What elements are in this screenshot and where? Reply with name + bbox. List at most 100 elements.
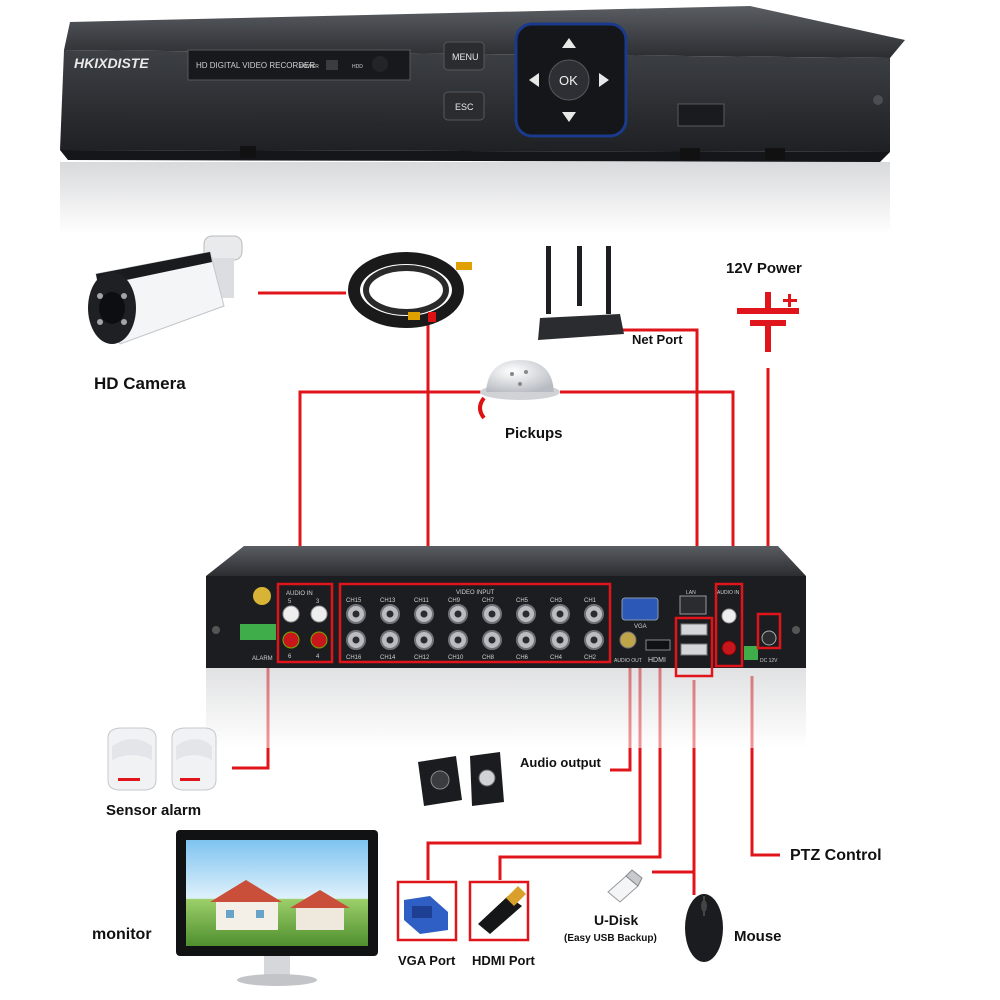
bnc-connector-pin bbox=[386, 636, 394, 644]
channel-label: CH9 bbox=[448, 598, 461, 604]
audio-in-right-box bbox=[714, 582, 744, 668]
bnc-connector-pin bbox=[352, 610, 360, 618]
bnc-connector-pin bbox=[556, 610, 564, 618]
esc-button[interactable] bbox=[443, 91, 485, 121]
hdmi-port-label: HDMI Port bbox=[472, 953, 536, 968]
hdmi-connector[interactable] bbox=[645, 639, 671, 651]
rca-jack-white[interactable] bbox=[282, 605, 300, 623]
channel-label: CH15 bbox=[346, 598, 362, 604]
pickups-label: Pickups bbox=[505, 425, 563, 442]
audio-out-label: AUDIO OUT bbox=[614, 658, 642, 664]
usb-port[interactable] bbox=[680, 623, 708, 636]
dvr-front-panel: HKIXDISTE HD DIGITAL VIDEO RECORDER POWE… bbox=[60, 6, 905, 234]
channel-label: CH3 bbox=[550, 598, 563, 604]
hd-camera-icon bbox=[88, 235, 243, 345]
channel-label: CH12 bbox=[414, 655, 430, 661]
screw-icon bbox=[873, 95, 883, 105]
mouse-label: Mouse bbox=[734, 928, 782, 945]
lan-label: LAN bbox=[686, 590, 696, 596]
hd-camera-label: HD Camera bbox=[94, 374, 186, 393]
dc-power-symbol-icon bbox=[737, 292, 799, 352]
audio-in-num-5: 5 bbox=[288, 599, 292, 605]
audio-in-num-6: 6 bbox=[288, 654, 292, 660]
ok-button[interactable] bbox=[548, 59, 590, 101]
arrow-up-icon[interactable] bbox=[562, 38, 576, 48]
usb-slot-front bbox=[677, 103, 725, 127]
dc-power-jack[interactable] bbox=[761, 630, 777, 646]
cable-coil-icon bbox=[348, 252, 472, 328]
channel-label: CH8 bbox=[482, 655, 495, 661]
vga-port-label: VGA Port bbox=[398, 953, 456, 968]
bnc-connector-pin bbox=[488, 636, 496, 644]
ptz-terminal[interactable] bbox=[744, 646, 758, 660]
bnc-connector-pin bbox=[454, 610, 462, 618]
channel-label: CH7 bbox=[482, 598, 495, 604]
hdmi-cable-icon bbox=[478, 886, 526, 934]
speakers-icon bbox=[418, 752, 504, 806]
rca-jack-white[interactable] bbox=[310, 605, 328, 623]
front-power-label: POWER bbox=[300, 64, 319, 70]
u-disk-label: U-Disk bbox=[594, 912, 639, 928]
dc-power-box bbox=[756, 612, 782, 650]
esc-button-label: ESC bbox=[455, 102, 474, 112]
audio-output-label: Audio output bbox=[520, 755, 602, 770]
arrow-right-icon[interactable] bbox=[599, 73, 609, 87]
arrow-left-icon[interactable] bbox=[529, 73, 539, 87]
channel-label: CH11 bbox=[414, 598, 430, 604]
bnc-connector-pin bbox=[454, 636, 462, 644]
front-hdd-label: HDD bbox=[352, 64, 363, 70]
rca-jack-white[interactable] bbox=[721, 608, 737, 624]
audio-in-left-box bbox=[276, 582, 334, 664]
power-led bbox=[326, 60, 338, 70]
channel-label: CH6 bbox=[516, 655, 529, 661]
power-12v-label: 12V Power bbox=[726, 260, 802, 277]
arrow-down-icon[interactable] bbox=[562, 112, 576, 122]
audio-out-jack[interactable] bbox=[619, 631, 637, 649]
vga-connector[interactable] bbox=[621, 597, 659, 621]
mouse-icon bbox=[685, 894, 723, 962]
ir-sensor bbox=[372, 56, 388, 72]
dc-label: DC 12V bbox=[760, 658, 778, 664]
channel-label: CH16 bbox=[346, 655, 362, 661]
rca-jack-red[interactable] bbox=[310, 631, 328, 649]
bnc-connector-pin bbox=[420, 636, 428, 644]
hdmi-port-box bbox=[468, 880, 530, 942]
ptz-control-label: PTZ Control bbox=[790, 847, 882, 864]
bnc-connector-pin bbox=[488, 610, 496, 618]
front-brand: HKIXDISTE bbox=[74, 55, 149, 71]
bnc-connector-pin bbox=[522, 636, 530, 644]
bnc-connector-pin bbox=[522, 610, 530, 618]
video-input-label: VIDEO INPUT bbox=[456, 590, 495, 596]
monitor-icon bbox=[176, 830, 378, 986]
motion-sensor-icon bbox=[107, 727, 217, 791]
channel-label: CH2 bbox=[584, 655, 597, 661]
channel-label: CH10 bbox=[448, 655, 464, 661]
menu-button[interactable] bbox=[443, 41, 485, 71]
audio-in-num-3: 3 bbox=[316, 599, 320, 605]
bnc-connector-pin bbox=[352, 636, 360, 644]
channel-label: CH1 bbox=[584, 598, 597, 604]
microphone-pickup-icon bbox=[478, 360, 560, 420]
hdmi-label: HDMI bbox=[648, 657, 666, 664]
vga-label: VGA bbox=[634, 624, 647, 630]
usb-box bbox=[674, 616, 714, 678]
router-icon bbox=[538, 246, 624, 340]
rca-jack-red[interactable] bbox=[282, 631, 300, 649]
alarm-label: ALARM bbox=[252, 656, 273, 662]
channel-label: CH14 bbox=[380, 655, 396, 661]
channel-label: CH5 bbox=[516, 598, 529, 604]
menu-button-label: MENU bbox=[452, 52, 479, 62]
usb-port[interactable] bbox=[680, 643, 708, 656]
ground-screw-icon bbox=[253, 587, 271, 605]
vga-port-box bbox=[396, 880, 458, 942]
rca-jack-red[interactable] bbox=[721, 640, 737, 656]
bnc-connector-pin bbox=[590, 610, 598, 618]
sensor-alarm-label: Sensor alarm bbox=[106, 802, 201, 819]
audio-in-left-label: AUDIO IN bbox=[286, 591, 313, 597]
channel-label: CH4 bbox=[550, 655, 563, 661]
audio-in-right-label: AUDIO IN bbox=[717, 590, 740, 596]
bnc-connector-pin bbox=[556, 636, 564, 644]
lan-port[interactable] bbox=[679, 595, 707, 615]
alarm-terminal-block bbox=[240, 624, 276, 640]
